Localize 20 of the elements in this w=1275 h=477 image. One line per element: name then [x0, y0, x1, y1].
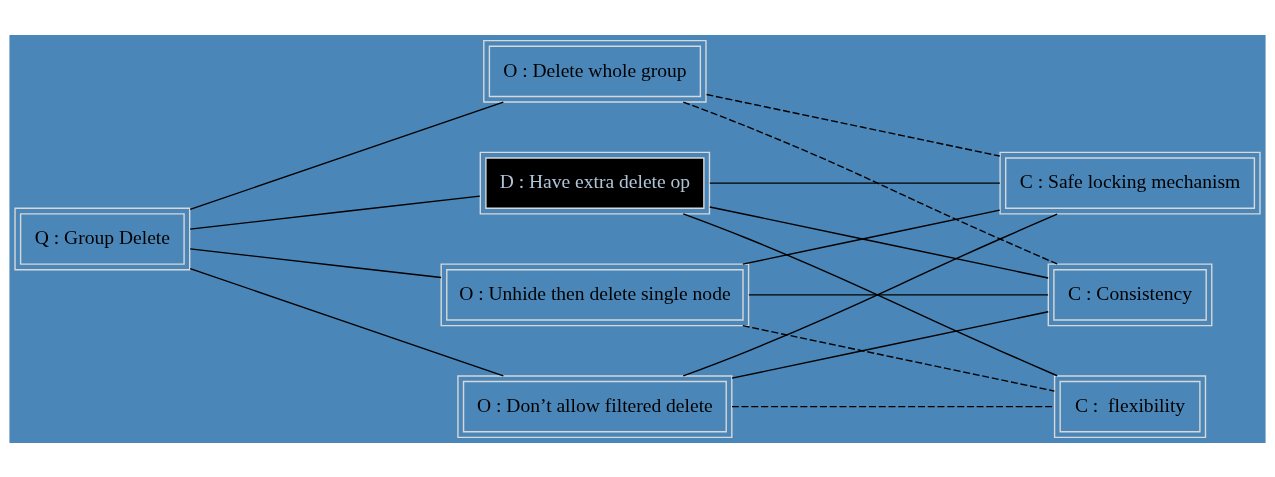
connector — [709, 205, 1049, 279]
connector — [189, 194, 481, 230]
connector — [189, 267, 505, 376]
node-box: D : Have extra delete op — [479, 151, 711, 215]
node-box: O : Delete whole group — [483, 39, 707, 103]
connector — [742, 208, 1001, 265]
node-box: C : Safe locking mechanism — [999, 151, 1261, 215]
connector — [742, 324, 1056, 392]
connector — [189, 247, 442, 278]
connector — [748, 293, 1049, 296]
node-box: O : Unhide then delete single node — [440, 262, 750, 326]
connector — [709, 181, 1001, 184]
connector — [731, 310, 1049, 379]
node-box: C : flexibility — [1053, 374, 1207, 438]
node-box: Q : Group Delete — [14, 207, 191, 270]
connector — [705, 93, 1001, 157]
node-box: C : Consistency — [1047, 262, 1213, 326]
connector — [189, 101, 505, 210]
node-box: O : Don’t allow filtered delete — [457, 374, 733, 438]
connector — [682, 100, 1058, 265]
